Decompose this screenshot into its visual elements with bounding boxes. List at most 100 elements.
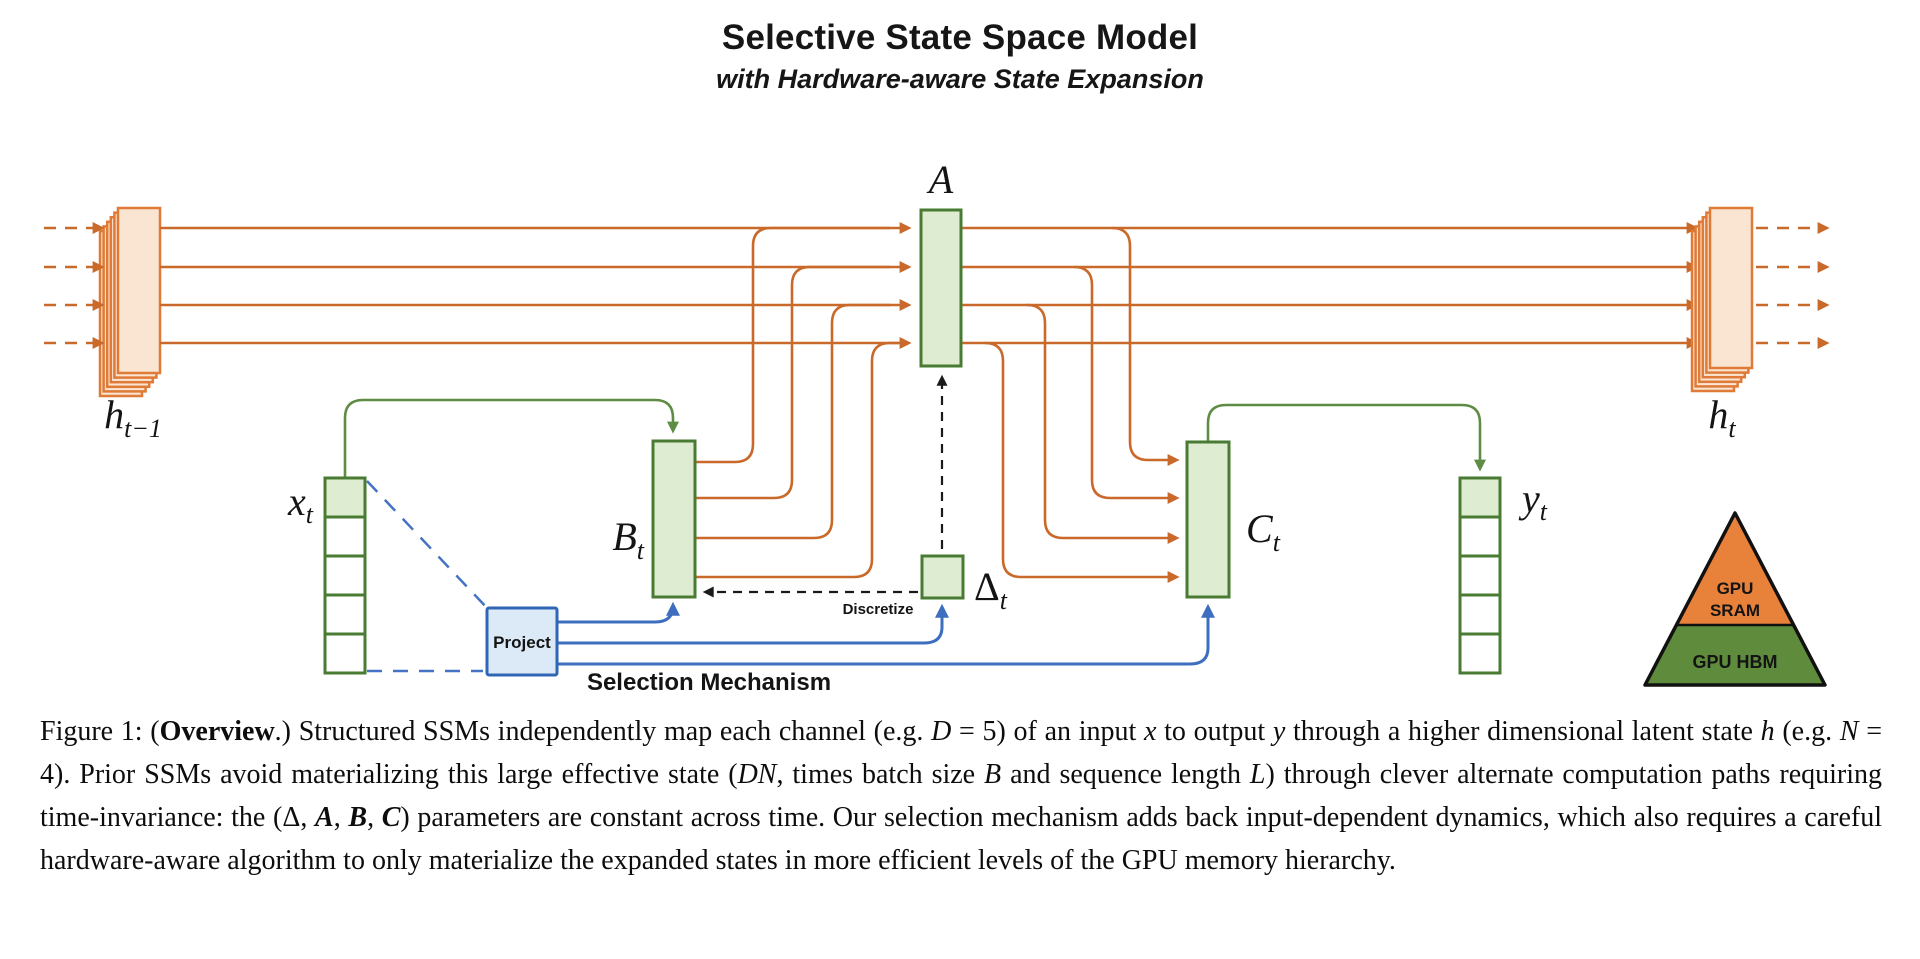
caption-segment: = 4). Prior SSMs avoid materializing thi… [40, 716, 1882, 790]
caption-segment: B [348, 802, 368, 833]
xt-to-bt-wire [343, 398, 679, 478]
a-to-ct-wires [984, 226, 1180, 583]
ct-base: C [1246, 506, 1274, 551]
caption-segment: y [1272, 716, 1286, 747]
vector-cell [323, 515, 367, 558]
hidden-state-prev-stack [98, 206, 162, 398]
caption-segment: A [315, 802, 334, 833]
selection-wires [557, 601, 1215, 666]
figure-subtitle: with Hardware-aware State Expansion [716, 64, 1204, 94]
figure-title: Selective State Space Model [721, 18, 1199, 57]
ct-sub: t [1273, 528, 1281, 557]
input-dashed-arrows [44, 222, 105, 349]
gpu-pyramid: GPU SRAM GPU HBM [1643, 511, 1827, 687]
caption-segment: , [333, 802, 349, 833]
caption-segment: L [1249, 759, 1266, 790]
h-prev-label: ht−1 [104, 392, 162, 443]
caption-segment: B [984, 759, 1002, 790]
vector-cell [323, 476, 367, 519]
vector-cell [323, 554, 367, 597]
wire [557, 603, 949, 645]
vector-cell [323, 593, 367, 636]
pyramid-outline [1643, 511, 1827, 687]
vector-cell [1458, 515, 1502, 558]
caption-segment: ) through clever alternate computation p… [40, 759, 1883, 833]
caption-segment: = 5) of an input [951, 716, 1144, 747]
state-lines-right [961, 222, 1699, 349]
ct-label: Ct [1246, 506, 1281, 557]
wire [695, 226, 890, 464]
h-prev-sub: t−1 [124, 414, 162, 443]
a-label: A [926, 157, 954, 202]
h-next-sub: t [1728, 414, 1736, 443]
output-dashed-arrows [1756, 222, 1830, 349]
ct-to-yt-wire [1206, 403, 1486, 472]
caption-segment: C [381, 802, 401, 833]
vector-cell [323, 632, 367, 675]
bt-base: B [612, 514, 636, 559]
hidden-state-next-stack [1690, 206, 1754, 393]
gpu-hbm-region [1645, 625, 1825, 685]
ct-block [1185, 440, 1231, 599]
caption-segment: ) parameters are constant across time. O… [40, 802, 1883, 876]
wire [1111, 226, 1180, 466]
xt-sub: t [306, 500, 314, 529]
h-prev-base: h [104, 392, 124, 437]
caption-segment: and sequence length [1001, 759, 1250, 790]
bt-label: Bt [612, 514, 644, 565]
caption-segment: N [1839, 716, 1859, 747]
wire [1073, 265, 1180, 504]
delta-block [920, 554, 965, 600]
caption-segment: h [1760, 716, 1775, 747]
xt-base: x [287, 479, 306, 524]
wire [557, 603, 1215, 666]
vector-cell [1458, 554, 1502, 597]
yt-base: y [1518, 476, 1540, 521]
gpu-hbm-label: GPU HBM [1693, 652, 1778, 672]
stack-sheet [116, 206, 162, 375]
vector-cell [1458, 632, 1502, 675]
wire [1026, 303, 1180, 544]
wire [695, 341, 900, 579]
caption-segment: DN [737, 759, 777, 790]
project-box [485, 606, 559, 677]
xt-vector [323, 476, 367, 675]
xt-label: xt [287, 479, 314, 529]
caption-segment: Overview [159, 716, 275, 747]
vector-cell [1458, 476, 1502, 519]
wire [695, 265, 890, 500]
yt-label: yt [1518, 476, 1548, 526]
yt-sub: t [1540, 497, 1548, 526]
delta-base: Δ [974, 564, 1000, 609]
bt-sub: t [637, 536, 645, 565]
bt-block [651, 439, 697, 599]
dashed-line [366, 480, 490, 611]
caption-segment: , [367, 802, 382, 833]
h-next-label: ht [1708, 392, 1736, 443]
figure-caption: Figure 1: (Overview.) Structured SSMs in… [40, 710, 1882, 882]
caption-segment: , times batch size [776, 759, 985, 790]
yt-vector [1458, 476, 1502, 675]
bt-to-a-wires [695, 226, 900, 579]
gpu-sram-label-line2: SRAM [1710, 601, 1760, 620]
h-next-base: h [1708, 392, 1728, 437]
vector-cell [1458, 593, 1502, 636]
delta-label: Δt [974, 564, 1008, 615]
stack-sheet [1708, 206, 1754, 370]
wire [695, 303, 890, 540]
gpu-sram-label-line1: GPU [1717, 579, 1754, 598]
wire [557, 601, 680, 624]
state-lines-left [160, 222, 912, 349]
selection-mechanism-label: Selection Mechanism [587, 669, 831, 696]
gpu-sram-region [1676, 513, 1794, 625]
caption-segment: D [931, 716, 952, 747]
delta-sub: t [1000, 586, 1008, 615]
caption-segment: to output [1156, 716, 1273, 747]
caption-segment: through a higher dimensional latent stat… [1285, 716, 1761, 747]
caption-segment: .) Structured SSMs independently map eac… [274, 716, 932, 747]
caption-segment: Figure 1: ( [40, 716, 160, 747]
discretize-label: Discretize [843, 601, 914, 618]
caption-segment: x [1143, 716, 1157, 747]
